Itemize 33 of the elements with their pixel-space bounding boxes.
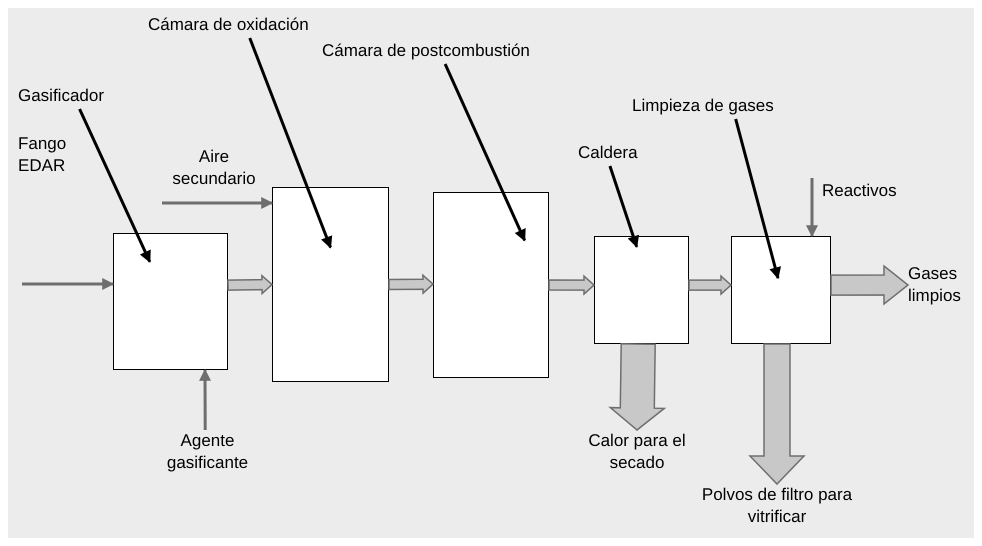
block-arrow: [388, 274, 434, 295]
block-arrow: [227, 274, 274, 296]
component-label: Agente gasificante: [150, 430, 265, 476]
component-label: Gases limpios: [908, 263, 978, 307]
process-box: [113, 233, 228, 370]
process-box: [594, 236, 689, 344]
block-arrow: [830, 264, 910, 306]
input-label: Fango EDAR: [18, 133, 68, 177]
block-arrow: [748, 343, 806, 486]
component-label: Cámara de postcombustión: [322, 40, 584, 64]
leader-arrow: [78, 108, 152, 263]
input-arrow: [22, 278, 114, 290]
input-arrow: [162, 197, 274, 209]
component-label: Gasificador: [18, 85, 126, 109]
component-label: Polvos de filtro para vitrificar: [677, 484, 877, 530]
block-arrow: [688, 274, 732, 296]
leader-arrow: [734, 118, 782, 280]
input-arrow: [806, 178, 818, 238]
input-label: Reactivos: [822, 180, 898, 202]
component-label: Caldera: [578, 142, 654, 166]
component-label: Limpieza de gases: [632, 95, 794, 119]
component-label: Calor para el secado: [572, 430, 702, 476]
input-label: Aire secundario: [171, 146, 257, 190]
leader-arrow: [444, 63, 526, 242]
process-box: [731, 236, 831, 344]
process-box: [433, 192, 549, 378]
block-arrow: [548, 274, 596, 296]
leader-arrow: [608, 166, 640, 248]
process-box: [272, 187, 389, 382]
block-arrow: [608, 343, 666, 431]
component-label: Cámara de oxidación: [148, 14, 360, 38]
leader-arrow: [248, 37, 332, 249]
leader-arrow: [199, 368, 212, 430]
